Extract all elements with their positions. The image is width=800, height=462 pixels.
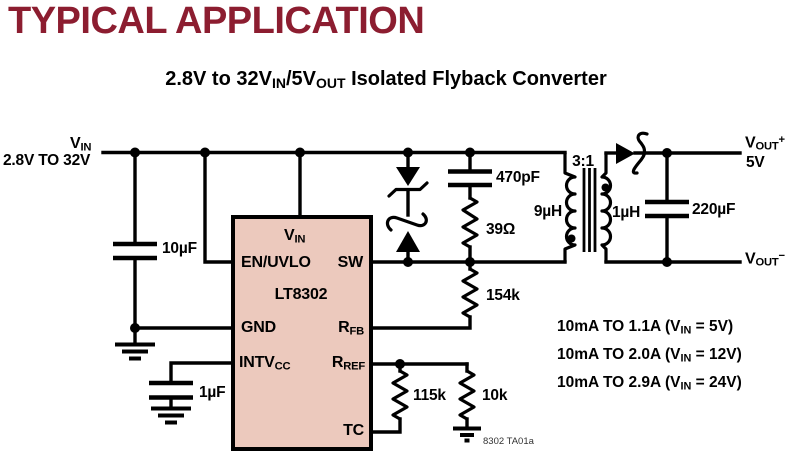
tc-resistor-10k bbox=[458, 362, 476, 428]
page-title: TYPICAL APPLICATION bbox=[8, 0, 425, 42]
output-diode bbox=[604, 131, 742, 175]
ground-icon bbox=[151, 406, 191, 425]
chip-pin-gnd: GND bbox=[241, 319, 276, 336]
fb-res-value: 154k bbox=[486, 287, 520, 304]
chip-pin-rref: RREF bbox=[331, 354, 365, 373]
transformer bbox=[563, 151, 613, 264]
input-cap-value: 10µF bbox=[162, 240, 197, 257]
feedback-resistor-154k bbox=[369, 260, 479, 330]
turns-ratio-label: 3:1 bbox=[572, 153, 594, 170]
chip-pin-intvcc: INTVCC bbox=[239, 354, 291, 373]
tc-res-value: 10k bbox=[482, 387, 508, 404]
chip-pin-rfb: RFB bbox=[338, 319, 364, 338]
note-line: 10mA TO 2.9A (VIN = 24V) bbox=[557, 373, 742, 393]
vin-node-label: VIN bbox=[70, 135, 92, 154]
vout-plus-label: VOUT+ bbox=[745, 134, 785, 153]
lt8302-chip bbox=[231, 215, 373, 451]
note-line: 10mA TO 1.1A (VIN = 5V) bbox=[557, 318, 734, 337]
chip-pin-tc: TC bbox=[343, 422, 364, 439]
snubber-capacitor-470pF bbox=[448, 150, 492, 200]
vout-voltage-label: 5V bbox=[746, 154, 765, 171]
junction-dots bbox=[130, 147, 672, 369]
clamp-zener-diode bbox=[387, 150, 429, 217]
note-line: 10mA TO 2.0A (VIN = 12V) bbox=[557, 345, 742, 365]
snubber-res-value: 39Ω bbox=[486, 221, 516, 238]
figure-id: 8302 TA01a bbox=[483, 436, 534, 447]
vout-minus-label: VOUT− bbox=[745, 250, 785, 269]
snubber-cap-value: 470pF bbox=[496, 169, 540, 186]
chip-pin-vin: VIN bbox=[284, 227, 306, 246]
ground-icon bbox=[453, 426, 481, 443]
chip-pin-enuvlo: EN/UVLO bbox=[241, 254, 311, 271]
primary-winding bbox=[563, 151, 577, 264]
intvcc-capacitor-1uF bbox=[149, 361, 235, 409]
clamp-diode bbox=[385, 212, 428, 264]
enuvlo-wire bbox=[203, 150, 235, 264]
intvcc-cap-value: 1µF bbox=[199, 384, 226, 401]
load-current-notes: 10mA TO 1.1A (VIN = 5V) 10mA TO 2.0A (VI… bbox=[557, 315, 742, 399]
output-cap-value: 220µF bbox=[692, 201, 736, 218]
primary-inductance-label: 9µH bbox=[533, 203, 562, 220]
chip-pin-sw: SW bbox=[337, 254, 364, 271]
secondary-winding bbox=[600, 151, 613, 264]
chip-name: LT8302 bbox=[274, 286, 328, 303]
secondary-inductance-label: 1µH bbox=[612, 204, 641, 221]
circuit-subtitle: 2.8V to 32VIN/5VOUT Isolated Flyback Con… bbox=[165, 68, 607, 92]
input-capacitor-10uF bbox=[113, 150, 157, 330]
output-capacitor-220uF bbox=[645, 151, 689, 264]
ref-res-value: 115k bbox=[413, 387, 446, 404]
vin-range-label: 2.8V TO 32V bbox=[3, 152, 91, 169]
transformer-core bbox=[582, 168, 597, 252]
ref-resistor-115k bbox=[369, 362, 409, 434]
vin-rail bbox=[101, 150, 567, 219]
snubber-resistor-39ohm bbox=[461, 196, 479, 264]
